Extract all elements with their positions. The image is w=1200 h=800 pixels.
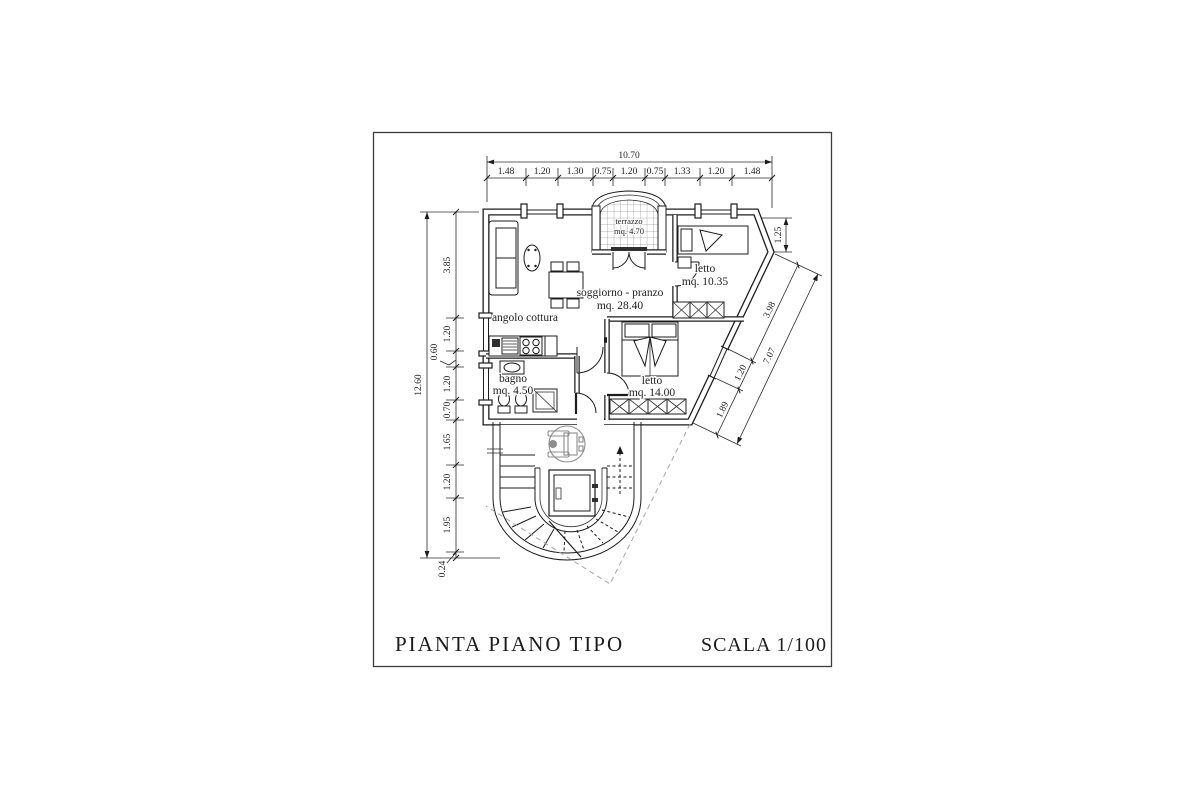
french-door <box>612 251 646 270</box>
dim-top-seg: 1.48 <box>498 167 515 177</box>
room-area-letto-1: mq. 10.35 <box>682 276 729 288</box>
window <box>707 345 730 380</box>
dim-right-seg: 3.98 <box>762 300 778 320</box>
room-label-terrazzo: terrazzo <box>615 216 642 226</box>
dim-left-seg: 1.20 <box>443 375 453 392</box>
sink-drainer <box>501 337 519 355</box>
toilet <box>497 391 511 414</box>
dim-left-seg: 0.70 <box>443 401 453 418</box>
kitchen-counter <box>488 335 558 357</box>
dim-left-total: 12.60 <box>414 374 424 396</box>
dim-top-seg: 1.20 <box>708 167 725 177</box>
window <box>478 312 493 357</box>
shower <box>532 388 558 413</box>
sheet-frame <box>372 131 833 668</box>
dim-right-corner: 1.25 <box>774 226 784 243</box>
dim-left-seg: 0.24 <box>438 560 448 577</box>
window <box>694 203 738 219</box>
bidet <box>514 391 528 414</box>
wheelchair-accessibility-icon <box>547 425 586 463</box>
elevator <box>548 469 598 517</box>
dim-top-seg: 1.20 <box>621 167 638 177</box>
dim-left-seg: 1.95 <box>443 516 453 533</box>
dining-table <box>548 261 584 309</box>
wardrobe <box>609 398 687 415</box>
room-label-letto-2: letto <box>642 375 663 387</box>
window <box>478 362 493 406</box>
wardrobe <box>672 301 725 319</box>
dim-left-seg: 0.60 <box>430 343 440 360</box>
door <box>576 346 604 374</box>
dim-top-seg: 1.20 <box>534 167 551 177</box>
room-label-angolo-cottura: angolo cottura <box>492 312 558 324</box>
sofa <box>488 220 519 296</box>
hob <box>519 336 543 356</box>
dim-top-seg: 1.30 <box>567 167 584 177</box>
room-area-soggiorno: mq. 28.40 <box>597 300 644 312</box>
page-title: PIANTA PIANO TIPO <box>395 632 624 656</box>
dim-left-seg: 1.20 <box>443 325 453 342</box>
room-area-bagno: mq. 4.50 <box>493 385 534 397</box>
dim-top-seg: 1.48 <box>744 167 761 177</box>
bed-double <box>621 321 679 377</box>
washbasin <box>499 360 525 375</box>
dim-left-seg: 1.20 <box>443 473 453 490</box>
coffee-table <box>523 244 541 272</box>
door <box>606 372 630 397</box>
room-label-soggiorno: soggiorno - pranzo <box>577 287 664 299</box>
room-label-bagno: bagno <box>499 373 527 385</box>
terrazzo-bay <box>591 190 667 270</box>
room-label-letto-1: letto <box>695 263 716 275</box>
room-area-terrazzo: mq. 4.70 <box>614 226 644 236</box>
dim-top-seg: 0.75 <box>595 167 612 177</box>
dim-left-seg: 1.65 <box>443 433 453 450</box>
bed-single <box>677 225 749 269</box>
window <box>520 203 564 219</box>
building: terrazzo mq. 4.70 soggiorno - pranzo mq.… <box>478 190 775 433</box>
door <box>574 392 597 414</box>
dimension-chain-top: 10.70 1.48 1.20 1.30 0.75 1.20 0.75 1.33… <box>483 151 776 208</box>
scale-label: SCALA 1/100 <box>701 634 827 656</box>
dim-top-seg: 1.33 <box>674 167 691 177</box>
staircase <box>487 422 642 561</box>
dim-left-seg: 3.85 <box>443 256 453 273</box>
room-area-letto-2: mq. 14.00 <box>629 387 676 399</box>
dimension-chain-left: 12.60 3.85 1.20 0.60 1.20 0.70 1.65 1.20… <box>414 208 500 577</box>
dim-top-total: 10.70 <box>618 151 640 161</box>
dim-top-seg: 0.75 <box>647 167 664 177</box>
